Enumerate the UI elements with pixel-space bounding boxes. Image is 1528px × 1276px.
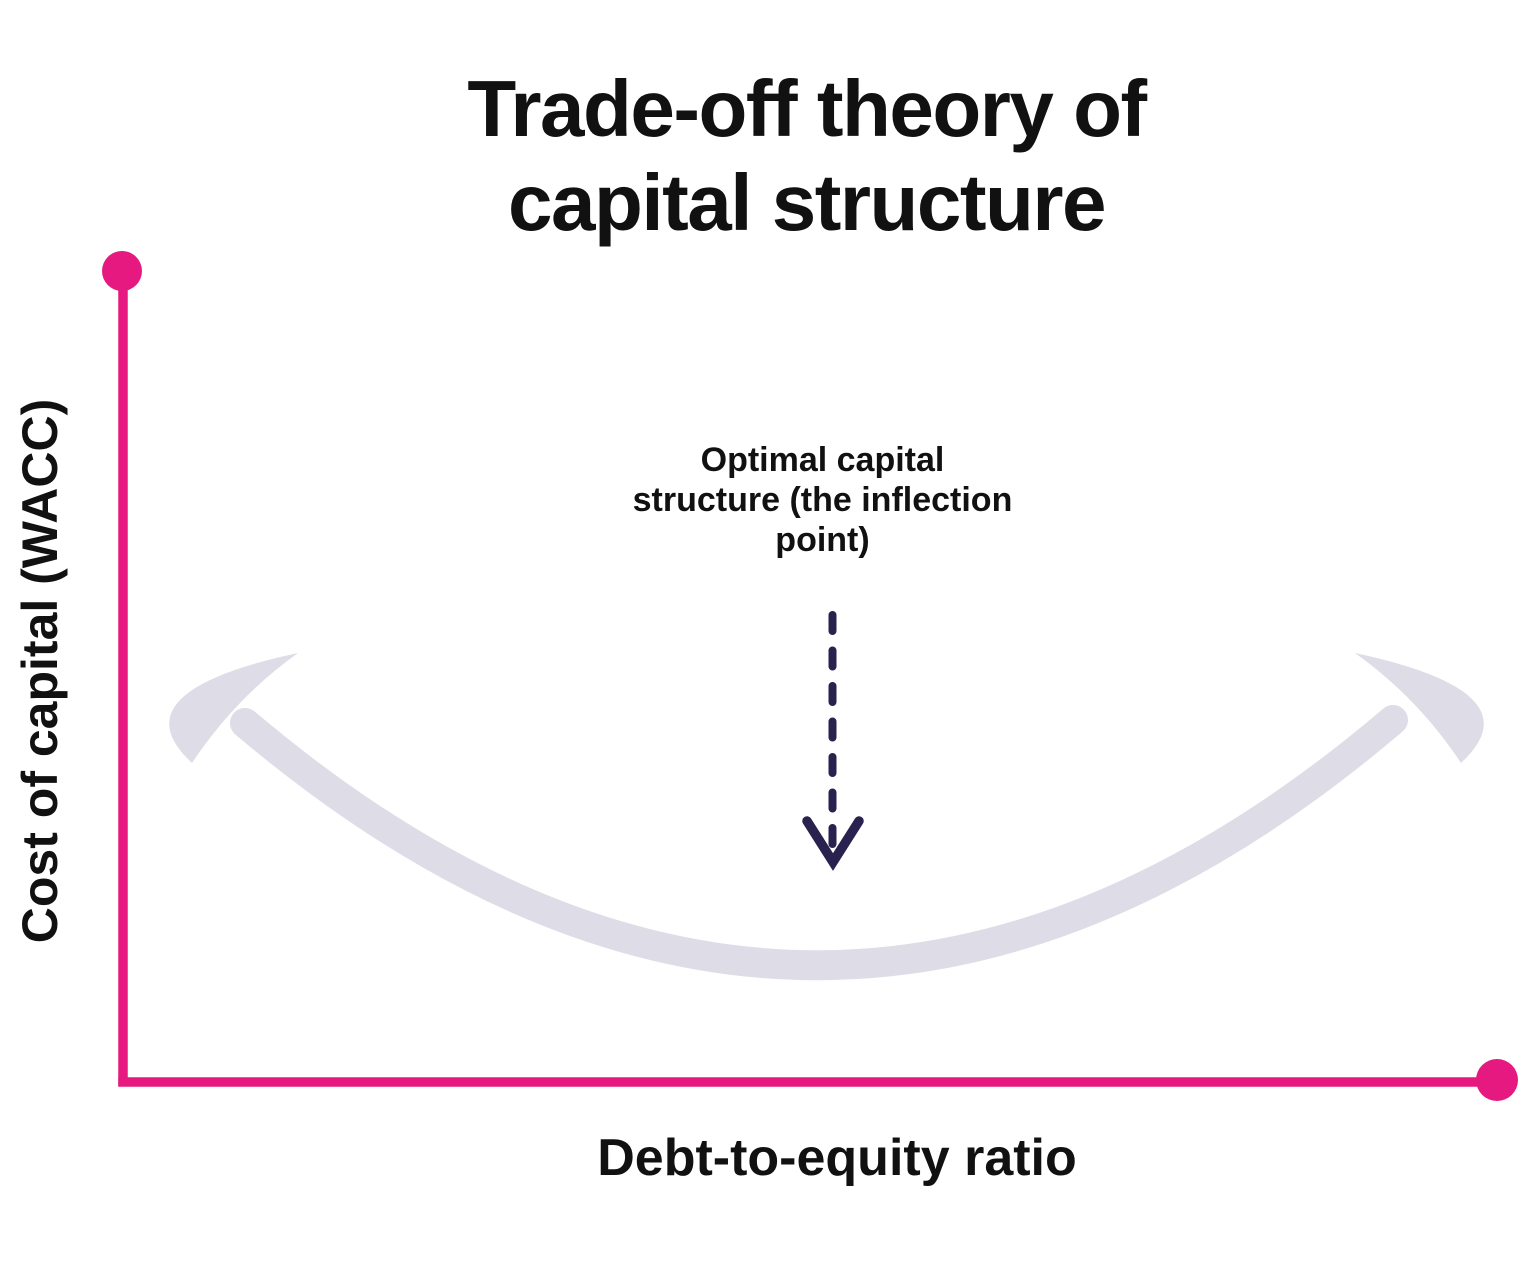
curve-left-arrowhead	[169, 653, 298, 763]
curve-right-arrowhead	[1355, 653, 1484, 763]
wacc-curve	[230, 705, 1408, 981]
x-axis-label: Debt-to-equity ratio	[597, 1129, 1077, 1187]
y-axis-end-dot	[102, 251, 142, 291]
optimal-structure-annotation: Optimal capital structure (the inflectio…	[632, 441, 1013, 559]
x-axis-end-dot	[1476, 1059, 1518, 1101]
annotation-arrowhead	[802, 816, 864, 871]
chart-title: Trade-off theory of capital structure	[467, 64, 1147, 247]
y-axis-label: Cost of capital (WACC)	[12, 398, 68, 944]
